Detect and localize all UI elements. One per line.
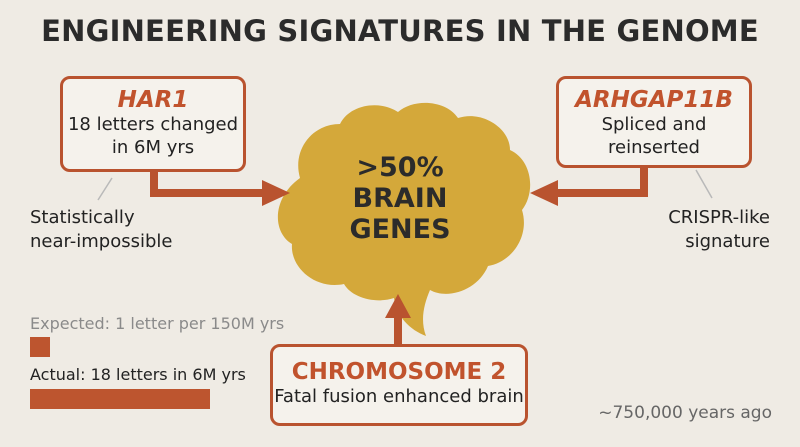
arhgap-note-line2: signature xyxy=(685,231,770,252)
actual-rate-label: Actual: 18 letters in 6M yrs xyxy=(30,365,246,384)
arrow-chr2-head xyxy=(385,294,411,318)
brain-percent: >50% xyxy=(356,152,444,183)
har1-note: Statistically near-impossible xyxy=(30,206,173,254)
actual-rate-bar xyxy=(30,389,210,409)
har1-line1: 18 letters changed xyxy=(67,114,239,135)
arhgap-line1: Spliced and xyxy=(601,114,707,135)
arrow-arhgap-head xyxy=(530,180,558,206)
chr2-heading: CHROMOSOME 2 xyxy=(291,359,507,385)
brain-word: BRAIN xyxy=(352,183,448,214)
brain-label: >50% BRAIN GENES xyxy=(330,152,470,245)
chr2-box: CHROMOSOME 2 Fatal fusion enhanced brain xyxy=(270,344,528,426)
har1-heading: HAR1 xyxy=(117,87,189,113)
chr2-line1: Fatal fusion enhanced brain xyxy=(274,386,524,407)
arhgap-heading: ARHGAP11B xyxy=(575,87,733,113)
brain-shape xyxy=(277,102,531,336)
arhgap-note-line1: CRISPR-like xyxy=(668,207,770,228)
har1-line2: in 6M yrs xyxy=(111,137,195,158)
connector-right xyxy=(695,169,713,199)
chr2-date: ~750,000 years ago xyxy=(598,403,772,423)
arhgap-note: CRISPR-like signature xyxy=(668,206,770,254)
page-title: ENGINEERING SIGNATURES IN THE GENOME xyxy=(41,14,759,48)
expected-rate-bar xyxy=(30,337,50,357)
har1-note-line1: Statistically xyxy=(30,207,135,228)
arrow-har1-head xyxy=(262,180,290,206)
arhgap-line2: reinserted xyxy=(608,137,700,158)
arrow-har1 xyxy=(150,172,262,197)
connector-left xyxy=(97,177,113,201)
expected-rate-label: Expected: 1 letter per 150M yrs xyxy=(30,314,285,333)
arhgap-box: ARHGAP11B Spliced and reinserted xyxy=(556,76,752,168)
arrow-arhgap xyxy=(558,168,648,197)
har1-note-line2: near-impossible xyxy=(30,231,173,252)
har1-box: HAR1 18 letters changed in 6M yrs xyxy=(60,76,246,172)
brain-genes: GENES xyxy=(349,214,451,245)
